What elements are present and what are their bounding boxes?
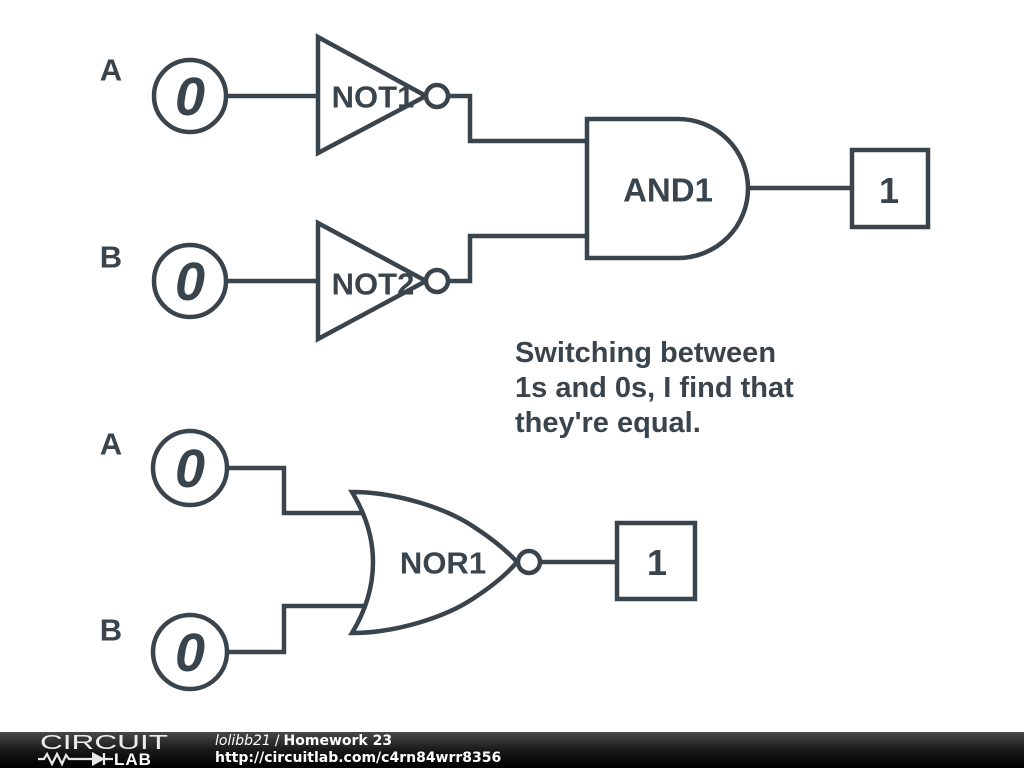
logo-diode-triangle: [92, 752, 105, 766]
schematic-note: Switching between 1s and 0s, I find that…: [515, 336, 794, 441]
credit-separator: /: [274, 733, 280, 749]
not2-gate: [315, 219, 431, 343]
logo-lab-text: LAB: [114, 750, 152, 767]
inputA1-name-label: A: [99, 52, 123, 88]
inputA1-switch[interactable]: [151, 57, 229, 135]
nor1-label: NOR1: [399, 545, 487, 581]
note-line: Switching between: [515, 337, 777, 369]
nor1-inversion-bubble: [515, 548, 543, 576]
output1-value: 1: [878, 170, 900, 211]
credit-line: lolibb21/Homework 23: [215, 733, 501, 750]
footer-bar: CIRCUIT LAB lolibb21/Homework 23 http://…: [0, 732, 1024, 768]
circuit-url[interactable]: http://circuitlab.com/c4rn84wrr8356: [215, 750, 502, 766]
wire-inputB-nor1: [227, 603, 372, 655]
and1-gate: [584, 116, 751, 261]
output1-indicator-box: [849, 147, 931, 230]
inputB1-switch[interactable]: [151, 242, 229, 320]
inputB2-switch[interactable]: [150, 612, 230, 692]
inputB1-name-label: B: [99, 239, 123, 275]
inputA2-switch[interactable]: [150, 428, 230, 508]
inputA2-value[interactable]: 0: [174, 439, 206, 499]
credit-username: lolibb21: [215, 733, 271, 749]
wire-not2-and1: [448, 233, 592, 284]
inputA2-name-label: A: [99, 426, 123, 462]
nor1-gate: [347, 489, 520, 636]
not1-inversion-bubble: [423, 82, 451, 110]
note-line: 1s and 0s, I find that: [515, 372, 794, 404]
inputA1-value[interactable]: 0: [174, 67, 206, 127]
not1-gate: [315, 33, 431, 157]
not1-label: NOT1: [331, 79, 415, 115]
wire-not1-and1: [448, 93, 592, 144]
output2-indicator-box: [614, 520, 698, 602]
inputB2-name-label: B: [99, 612, 123, 648]
and1-label: AND1: [623, 171, 713, 209]
wire-inputA-nor1: [227, 465, 372, 516]
circuitlab-logo[interactable]: CIRCUIT LAB: [36, 733, 174, 767]
output2-value: 1: [646, 542, 668, 583]
note-line: they're equal.: [515, 407, 701, 439]
footer-credit: lolibb21/Homework 23 http://circuitlab.c…: [215, 733, 501, 767]
inputB1-value[interactable]: 0: [174, 252, 206, 312]
logo-circuit-text: CIRCUIT: [40, 733, 168, 754]
not2-label: NOT2: [331, 266, 415, 302]
not2-inversion-bubble: [423, 267, 451, 295]
credit-title: Homework 23: [283, 733, 393, 749]
inputB2-value[interactable]: 0: [174, 623, 206, 683]
